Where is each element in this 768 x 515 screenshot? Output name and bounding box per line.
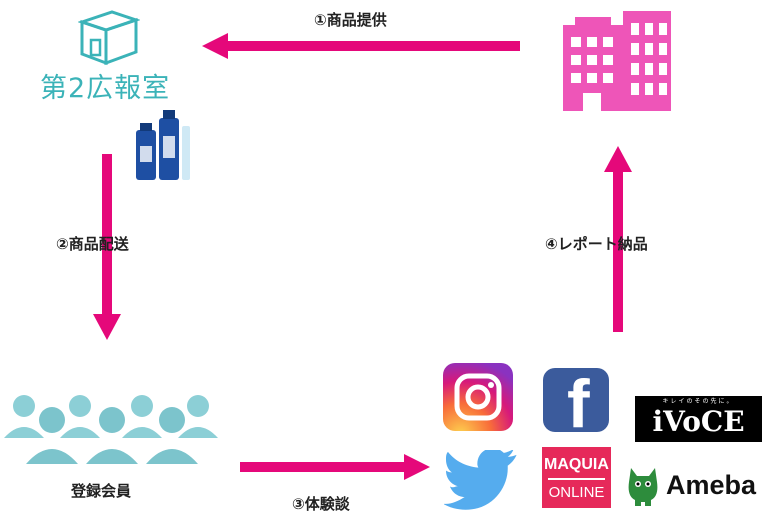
building-icon <box>557 7 673 113</box>
step2-label: ②商品配送 <box>56 235 129 253</box>
maquia-online-logo: MAQUIA ONLINE <box>542 447 611 508</box>
logo-text: 第2広報室 <box>40 73 171 104</box>
step4-label: ④レポート納品 <box>545 235 648 253</box>
maquia-line2: ONLINE <box>548 484 605 501</box>
step3-label: ③体験談 <box>292 495 350 513</box>
facebook-letter: f <box>567 368 590 432</box>
ameba-mascot-icon <box>625 462 661 506</box>
arrow-step4 <box>604 146 632 332</box>
twitter-icon <box>443 448 518 510</box>
instagram-icon <box>443 363 513 431</box>
arrow-step3 <box>240 454 430 480</box>
members-label: 登録会員 <box>71 482 132 500</box>
arrow-step1 <box>202 33 520 59</box>
logo-box-icon <box>77 8 141 66</box>
product-bottles-icon <box>132 108 194 182</box>
ameba-text: Ameba <box>666 470 757 500</box>
step1-label: ①商品提供 <box>314 11 387 29</box>
maquia-line1: MAQUIA <box>544 456 609 473</box>
ivoce-tagline: キレイのその先に。 <box>662 398 735 405</box>
ivoce-text: iVoCE <box>635 406 762 438</box>
members-people-icon <box>2 390 220 464</box>
ivoce-logo: キレイのその先に。 iVoCE <box>635 396 762 442</box>
arrow-step2 <box>93 154 121 340</box>
facebook-icon: f <box>543 368 609 432</box>
